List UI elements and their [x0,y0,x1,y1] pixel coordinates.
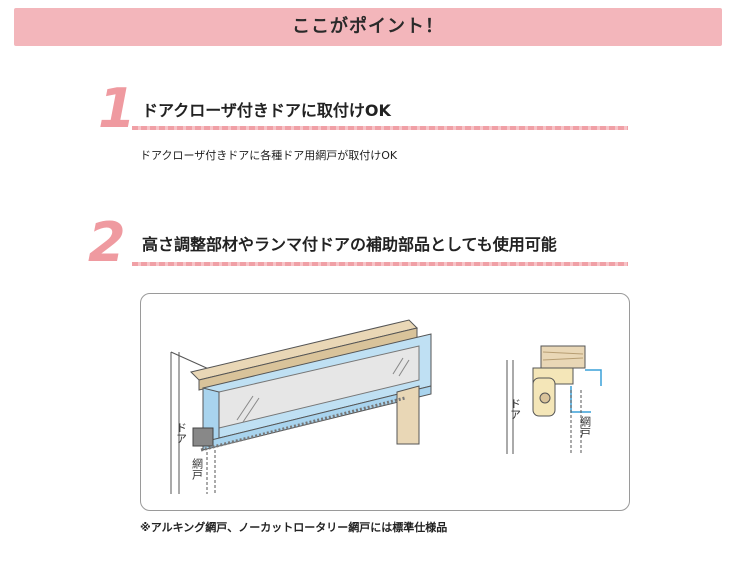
main-screen-label: 網戸 [191,457,204,481]
detail-screen-label: 網戸 [579,415,592,439]
point-heading-1: ドアクローザ付きドアに取付けOK [142,101,391,120]
installation-illustration: ドア 網戸 ドア 網戸 [170,319,602,494]
detail-door-label: ドア [509,398,522,420]
point-divider-2 [132,262,628,266]
cross-section-detail [506,345,602,454]
point-number-1: 1 [98,77,136,140]
footnote: ※アルキング網戸、ノーカットロータリー網戸には標準仕様品 [140,521,448,534]
installation-figure: ドア 網戸 ドア 網戸 [140,293,630,511]
point-banner: ここがポイント！ [14,8,722,46]
point-description-1: ドアクローザ付きドアに各種ドア用網戸が取付けOK [140,149,398,162]
left-door-frame [170,351,212,494]
banner-title: ここがポイント！ [292,16,444,37]
point-divider-1 [132,126,628,130]
point-number-2: 2 [88,211,126,274]
main-door-label: ドア [175,422,188,444]
right-post [396,385,420,445]
point-heading-2: 高さ調整部材やランマ付ドアの補助部品としても使用可能 [142,235,557,254]
